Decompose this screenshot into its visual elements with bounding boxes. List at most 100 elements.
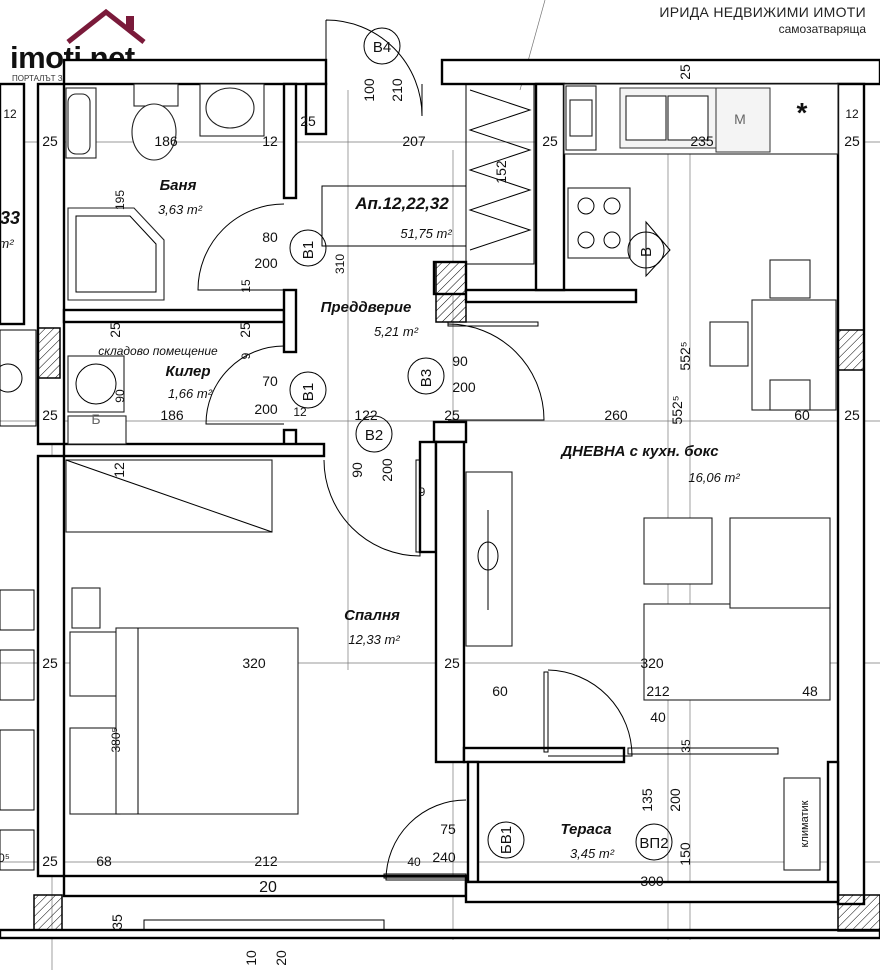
nightstand bbox=[69, 631, 121, 697]
dim-25-k: 25 bbox=[42, 655, 58, 671]
door-tag-b1-store bbox=[289, 371, 327, 409]
dim-25-m: 25 bbox=[42, 853, 58, 869]
dim-186-b: 186 bbox=[160, 407, 184, 423]
dim-12-a: 12 bbox=[3, 107, 17, 121]
door-label-b4: В4 bbox=[373, 39, 391, 56]
door-label-vp2: ВП2 bbox=[639, 835, 668, 852]
bedroom-area: 12,33 m² bbox=[348, 632, 400, 647]
dim-68: 68 bbox=[96, 853, 112, 869]
terrace-area: 3,45 m² bbox=[570, 846, 615, 861]
agency-watermark: ИРИДА НЕДВИЖИМИ ИМОТИ bbox=[659, 4, 866, 20]
dim-12-b: 12 bbox=[262, 133, 278, 149]
door-tag-bb1 bbox=[487, 821, 525, 859]
dim-0: 0⁵ bbox=[0, 851, 10, 865]
dim-25-a: 25 bbox=[42, 133, 58, 149]
dim-25-l: 25 bbox=[444, 655, 460, 671]
dim-212-b: 212 bbox=[254, 853, 278, 869]
entrance-stairs bbox=[321, 83, 535, 265]
door-bb1-width: 75 bbox=[440, 821, 456, 837]
boiler-label: Б bbox=[91, 411, 100, 427]
apartment-title: Ап.12,22,32 bbox=[354, 194, 449, 213]
shower-tray bbox=[67, 207, 165, 301]
dim-25-j: 25 bbox=[844, 407, 860, 423]
door-vp2-width: 135 bbox=[639, 788, 655, 812]
toilet-bowl bbox=[131, 103, 177, 161]
dim-sink-235: 235 bbox=[690, 133, 714, 149]
dim-25-f: 25 bbox=[107, 322, 123, 338]
doors bbox=[197, 19, 779, 881]
bath-name: Баня bbox=[160, 177, 197, 194]
dim-25-c: 25 bbox=[542, 133, 558, 149]
door-b4-height: 210 bbox=[389, 78, 405, 102]
door-bb1-height: 240 bbox=[432, 849, 456, 865]
dim-60-a: 60 bbox=[794, 407, 810, 423]
dim-320-a: 320 bbox=[242, 655, 266, 671]
dim-310: 310 bbox=[333, 254, 347, 274]
door-b2-width: 90 bbox=[349, 462, 365, 478]
bed bbox=[115, 627, 299, 815]
door-vp2-height: 200 bbox=[667, 788, 683, 812]
door-label-b1-store: В1 bbox=[300, 383, 317, 401]
dim-320-b: 320 bbox=[640, 655, 664, 671]
toilet-tank bbox=[133, 83, 179, 107]
bedroom-furniture bbox=[65, 459, 299, 815]
dim-25-e: 25 bbox=[677, 64, 693, 80]
door-tag-b1-bath bbox=[289, 229, 327, 267]
dim-300: 300 bbox=[640, 873, 664, 889]
dim-150: 150 bbox=[677, 842, 693, 866]
bathroom-fixtures bbox=[65, 83, 265, 301]
dim-40-b: 40 bbox=[407, 855, 421, 869]
living-area: 16,06 m² bbox=[688, 470, 740, 485]
armchair bbox=[643, 517, 713, 585]
door-b3-width: 90 bbox=[452, 353, 468, 369]
dim-260: 260 bbox=[604, 407, 628, 423]
dimensions: 25 12 186 12 25 207 25 25 12 25 195 310 … bbox=[0, 64, 860, 966]
dim-60-b: 60 bbox=[492, 683, 508, 699]
storage-name: Килер bbox=[165, 363, 210, 380]
sofa bbox=[643, 603, 831, 701]
tv-stand bbox=[465, 471, 513, 647]
kitchen-counter bbox=[563, 83, 839, 259]
dim-212-a: 212 bbox=[646, 683, 670, 699]
door-label-bb1: БВ1 bbox=[498, 826, 515, 854]
neighbor-area: m² bbox=[0, 236, 14, 251]
door-note: самозатваряща bbox=[778, 22, 866, 36]
dim-12-e: 12 bbox=[111, 462, 127, 478]
door-label-b1-bath: В1 bbox=[300, 241, 317, 259]
door-tag-b4 bbox=[363, 27, 401, 65]
door-label-b2: В2 bbox=[365, 427, 383, 444]
boiler-box bbox=[67, 415, 127, 445]
washer bbox=[67, 355, 125, 413]
dim-90: 90 bbox=[113, 389, 127, 403]
dim-186-a: 186 bbox=[154, 133, 178, 149]
door-tag-b3 bbox=[407, 357, 445, 395]
living-furniture bbox=[465, 259, 837, 701]
dim-15: 15 bbox=[239, 279, 253, 293]
dim-25-h: 25 bbox=[42, 407, 58, 423]
apartment-walls bbox=[0, 58, 880, 940]
dim-48: 48 bbox=[802, 683, 818, 699]
dim-9-a: 9 bbox=[239, 352, 253, 359]
dim-122: 122 bbox=[354, 407, 378, 423]
door-b4-width: 100 bbox=[361, 78, 377, 102]
door-b3-height: 200 bbox=[452, 379, 476, 395]
storage-items bbox=[67, 355, 127, 445]
door-b1-bath-width: 80 bbox=[262, 229, 278, 245]
door-b2-height: 200 bbox=[379, 458, 395, 482]
dim-552-b: 552⁵ bbox=[677, 341, 693, 370]
door-b1-store-width: 70 bbox=[262, 373, 278, 389]
dim-25-b: 25 bbox=[300, 113, 316, 129]
door-label-b3: В3 bbox=[418, 369, 435, 387]
dim-152: 152 bbox=[493, 160, 509, 184]
terrace-name: Тераса bbox=[560, 821, 611, 838]
bedroom-name: Спалня bbox=[344, 607, 400, 624]
ac-unit bbox=[783, 777, 821, 871]
dim-10: 10 bbox=[243, 950, 259, 966]
door-b1-store-height: 200 bbox=[254, 401, 278, 417]
door-b1-bath-height: 200 bbox=[254, 255, 278, 271]
dim-40-a: 40 bbox=[650, 709, 666, 725]
dim-20-b: 20 bbox=[273, 950, 289, 966]
bath-area: 3,63 m² bbox=[158, 202, 203, 217]
cooktop bbox=[567, 187, 631, 259]
door-tag-b2 bbox=[355, 415, 393, 453]
